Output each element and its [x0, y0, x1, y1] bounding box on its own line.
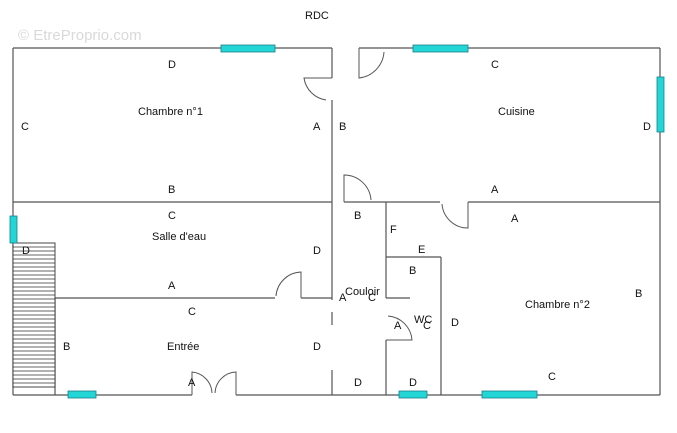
window — [9, 215, 18, 244]
wall-letter: B — [354, 210, 361, 222]
windows — [9, 44, 665, 399]
wall-letter: A — [511, 213, 519, 225]
wall-letter: C — [423, 320, 431, 332]
room-wc: WC — [414, 314, 432, 326]
doors — [191, 48, 469, 395]
wall-letter: C — [21, 121, 29, 133]
window — [656, 76, 665, 133]
wall-letter: A — [168, 280, 176, 292]
wall-letter: C — [168, 210, 176, 222]
wall-letter: A — [339, 292, 347, 304]
outer-walls — [12, 47, 661, 396]
room-chambre2: Chambre n°2 — [525, 299, 590, 311]
wall-letter: B — [635, 288, 642, 300]
wall-letter: F — [390, 224, 397, 236]
wall-letter: D — [313, 245, 321, 257]
wall-letter: A — [394, 320, 402, 332]
wall-letter: E — [418, 244, 425, 256]
wall-letter: B — [63, 341, 70, 353]
window — [67, 390, 97, 399]
window — [412, 44, 469, 53]
wall-letter: D — [409, 377, 417, 389]
wall-letter: C — [188, 306, 196, 318]
wall-letter: B — [168, 184, 175, 196]
wall-letter: D — [313, 341, 321, 353]
staircase — [12, 242, 56, 388]
wall-letter: C — [548, 371, 556, 383]
room-couloir: Couloir — [345, 286, 380, 298]
room-labels: Chambre n°1 Cuisine Salle d'eau Entrée C… — [138, 106, 590, 353]
wall-letter: C — [491, 59, 499, 71]
wall-letter: A — [188, 377, 196, 389]
wall-letter: D — [22, 245, 30, 257]
window — [481, 390, 538, 399]
wall-letter: B — [339, 121, 346, 133]
wall-letter: A — [491, 184, 499, 196]
wall-letter: D — [168, 59, 176, 71]
wall-letter: C — [368, 292, 376, 304]
wall-letter: D — [643, 121, 651, 133]
wall-letter: A — [313, 121, 321, 133]
window — [220, 44, 276, 53]
wall-letter: B — [409, 265, 416, 277]
room-entree: Entrée — [167, 341, 199, 353]
wall-letter: D — [451, 317, 459, 329]
room-cuisine: Cuisine — [498, 106, 535, 118]
watermark: © EtreProprio.com — [18, 27, 142, 44]
wall-letters: D C A B B C D A C D D A C B D A B A C D … — [21, 59, 651, 389]
plan-title: RDC — [305, 10, 329, 22]
interior-walls — [13, 48, 660, 395]
window — [398, 390, 428, 399]
wall-letter: D — [354, 377, 362, 389]
room-salle-eau: Salle d'eau — [152, 231, 206, 243]
room-chambre1: Chambre n°1 — [138, 106, 203, 118]
